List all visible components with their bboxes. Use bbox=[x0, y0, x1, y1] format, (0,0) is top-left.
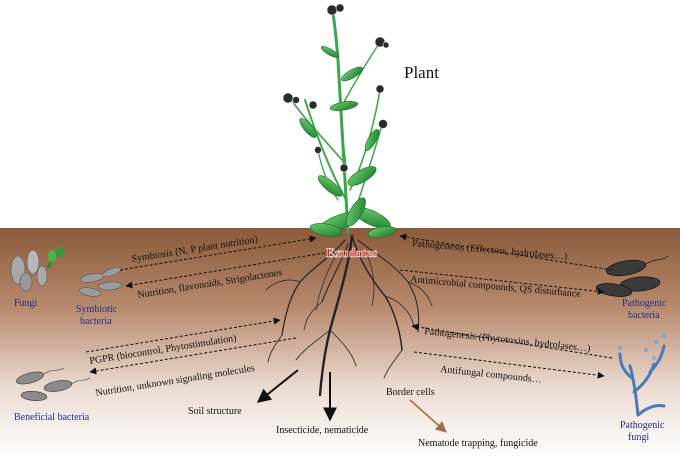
arrow-symbiosis bbox=[119, 235, 317, 271]
symbiotic-bacteria-label-2: bacteria bbox=[80, 316, 112, 327]
arrow-antimicrobial bbox=[399, 269, 605, 295]
beneficial-bacteria-icon bbox=[16, 367, 91, 401]
border-cells-label: Border cells bbox=[386, 387, 435, 398]
insecticide-label: Insecticide, nematicide bbox=[276, 425, 369, 436]
root-system bbox=[265, 234, 433, 397]
soil-structure-label: Soil structure bbox=[188, 406, 242, 417]
pathogenic-bacteria-label-2: bacteria bbox=[628, 310, 660, 321]
plant-title: Plant bbox=[404, 63, 439, 82]
pathogenic-fungi-label-1: Pathogenic bbox=[620, 420, 665, 431]
arrow-nutrition-flavonoids bbox=[125, 251, 331, 289]
soil-layer bbox=[0, 228, 680, 457]
fungi-label: Fungi bbox=[14, 298, 38, 309]
arrow-soil-structure bbox=[256, 369, 299, 403]
plant-leaves bbox=[299, 46, 397, 238]
nematode-label: Nematode trapping, fungicide bbox=[418, 438, 538, 449]
arrow-pathogenesis-effectors bbox=[399, 233, 613, 271]
pathogenic-bacteria-icon bbox=[595, 255, 669, 297]
interaction-arrows bbox=[85, 233, 613, 379]
root-effect-arrows bbox=[256, 369, 447, 433]
pathogenic-bacteria-label-1: Pathogenic bbox=[622, 298, 667, 309]
pathogenic-fungi-label-2: fungi bbox=[628, 432, 649, 443]
beneficial-bacteria-label: Beneficial bacteria bbox=[14, 412, 90, 423]
arrow-pgpr bbox=[85, 317, 281, 353]
symbiotic-bacteria-label-1: Symbiotic bbox=[76, 304, 118, 315]
exudates-label: Exudates bbox=[326, 245, 377, 260]
arrow-nematode bbox=[409, 399, 447, 433]
arrow-antifungal bbox=[413, 351, 605, 379]
symbiotic-bacteria-icon bbox=[78, 266, 123, 297]
fungi-icon bbox=[10, 246, 64, 292]
plant-flowers bbox=[282, 3, 390, 173]
pathogenic-fungi-icon bbox=[618, 334, 666, 417]
arrow-pathogenesis-phytotoxins bbox=[411, 323, 613, 359]
